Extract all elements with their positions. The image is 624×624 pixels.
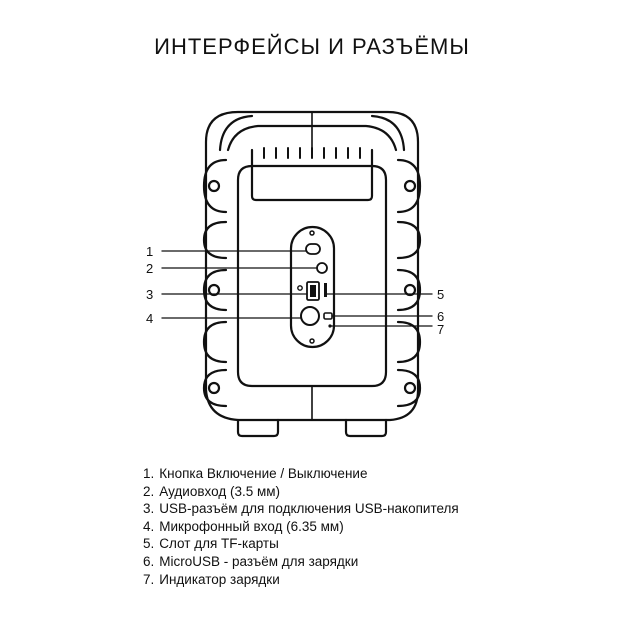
mic-input-jack bbox=[300, 306, 320, 326]
callout-3: 3 bbox=[146, 287, 153, 302]
legend-item: 5.Слот для TF-карты bbox=[143, 536, 279, 552]
status-dot bbox=[297, 285, 303, 291]
panel-screw-bottom bbox=[309, 338, 315, 344]
usb-port-inner bbox=[310, 285, 316, 297]
callout-6: 6 bbox=[437, 309, 444, 324]
callout-5: 5 bbox=[437, 287, 444, 302]
handle-slot bbox=[250, 148, 374, 202]
callout-lines bbox=[161, 250, 433, 327]
callout-4: 4 bbox=[146, 311, 153, 326]
inner-back-panel bbox=[236, 164, 388, 388]
callout-2: 2 bbox=[146, 261, 153, 276]
connector-legend: 1.Кнопка Включение / Выключение 2.Аудиов… bbox=[143, 465, 459, 588]
grille-vents bbox=[263, 147, 361, 159]
page-title: ИНТЕРФЕЙСЫ И РАЗЪЁМЫ bbox=[154, 34, 470, 59]
bottom-feet bbox=[236, 418, 388, 438]
usb-port bbox=[306, 281, 320, 301]
legend-item: 1.Кнопка Включение / Выключение bbox=[143, 466, 368, 481]
legend-item: 7.Индикатор зарядки bbox=[143, 571, 280, 587]
legend-item: 4.Микрофонный вход (6.35 мм) bbox=[143, 518, 344, 534]
connector-panel bbox=[289, 225, 336, 349]
micro-usb-port bbox=[323, 312, 333, 320]
power-button bbox=[305, 243, 321, 255]
panel-screw-top bbox=[309, 230, 315, 236]
legend-item: 6.MicroUSB - разъём для зарядки bbox=[143, 553, 359, 569]
speaker-outer-body bbox=[204, 110, 420, 422]
left-bumpers bbox=[202, 158, 228, 408]
callout-7: 7 bbox=[437, 322, 444, 337]
legend-item: 3.USB-разъём для подключения USB-накопит… bbox=[143, 501, 459, 517]
callout-1: 1 bbox=[146, 244, 153, 259]
tf-card-slot bbox=[324, 283, 327, 297]
aux-input-jack bbox=[316, 262, 328, 274]
right-bumpers bbox=[396, 158, 422, 408]
legend-item: 2.Аудиовход (3.5 мм) bbox=[143, 483, 281, 499]
top-frame bbox=[218, 114, 406, 152]
